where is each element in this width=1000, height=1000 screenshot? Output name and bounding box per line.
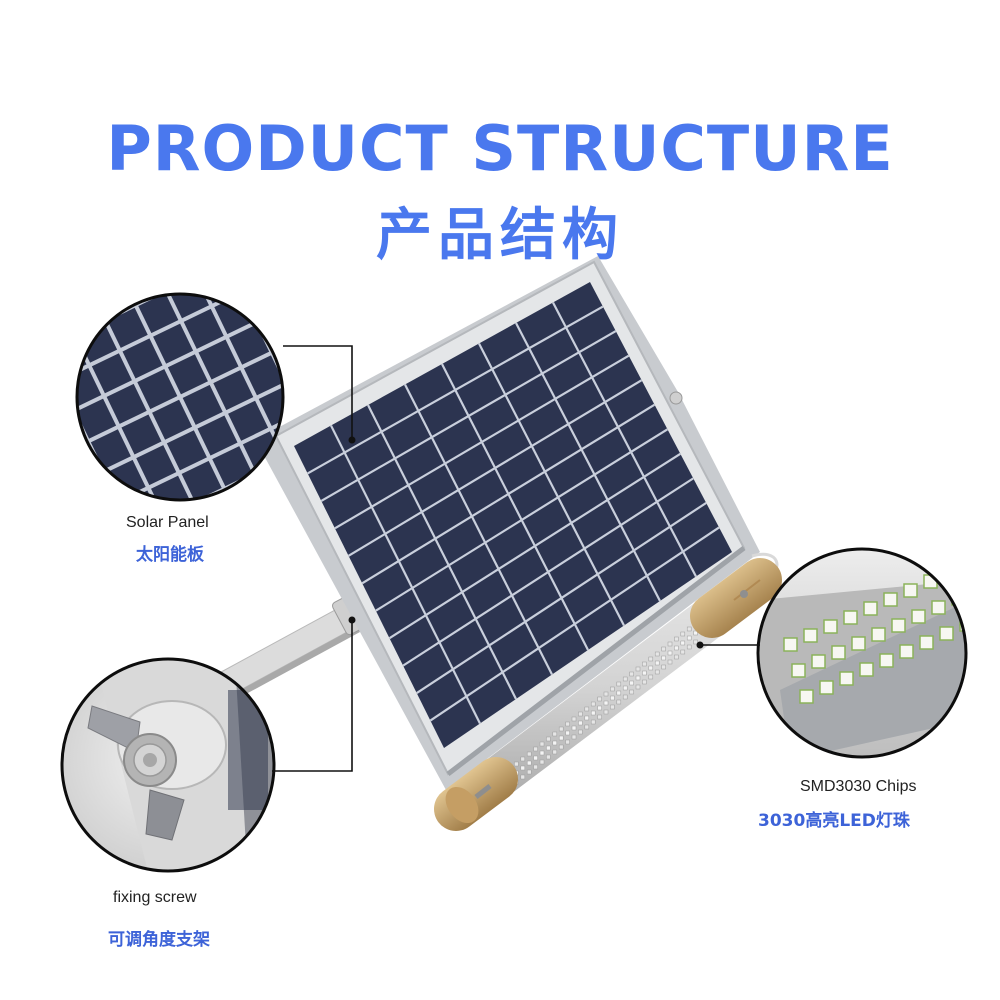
led-chips-label-cn: 3030高亮LED灯珠 <box>758 811 910 831</box>
leader-dots <box>348 436 704 649</box>
fixing-screw-label-cn: 可调角度支架 <box>108 930 210 950</box>
zoom-fixing-screw <box>60 657 276 873</box>
solar-panel <box>262 256 760 790</box>
solar-panel-label: Solar Panel <box>126 514 209 531</box>
fixing-screw-label: fixing screw <box>113 889 197 906</box>
page-title: PRODUCT STRUCTURE <box>106 112 894 185</box>
zoom-solar-panel <box>75 292 285 502</box>
solar-panel-label-cn: 太阳能板 <box>136 545 204 565</box>
zoom-led-chips <box>756 547 968 759</box>
led-tube <box>434 552 782 831</box>
page-subtitle: 产品结构 <box>376 203 624 268</box>
led-chips-label: SMD3030 Chips <box>800 778 917 795</box>
leader-lines <box>272 345 760 772</box>
